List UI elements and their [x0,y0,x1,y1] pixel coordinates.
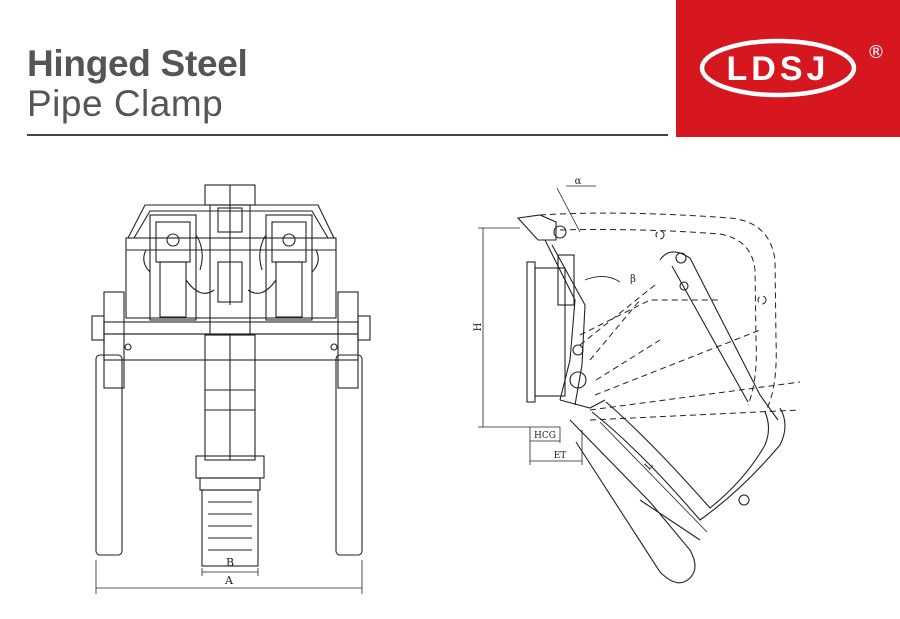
registered-mark: ® [867,42,885,63]
dimension-et-label: ET [554,451,567,461]
angle-alpha-label: α [575,176,582,187]
dimension-a-label: A [224,574,234,587]
angle-beta-label: β [630,274,636,285]
dimension-b-label: B [226,556,234,569]
dimension-h-label: H [473,322,484,331]
logo-text: LDSJ [727,50,830,88]
brand-logo-panel: LDSJ ® [676,0,900,137]
page-title: Hinged Steel [27,43,248,84]
dimension-l-label: L [643,460,656,473]
title-block: Hinged Steel Pipe Clamp [27,44,248,124]
side-view-dimensions [478,185,708,533]
side-view-open-position [539,212,801,421]
ldsj-logo-icon: LDSJ ® [699,38,885,98]
page-subtitle: Pipe Clamp [27,83,224,124]
side-view-drawing [516,214,786,584]
header-divider [27,134,668,136]
dimension-hcg-label: HCG [534,431,556,441]
front-view-drawing [91,184,371,567]
front-view-dimensions [95,560,363,594]
